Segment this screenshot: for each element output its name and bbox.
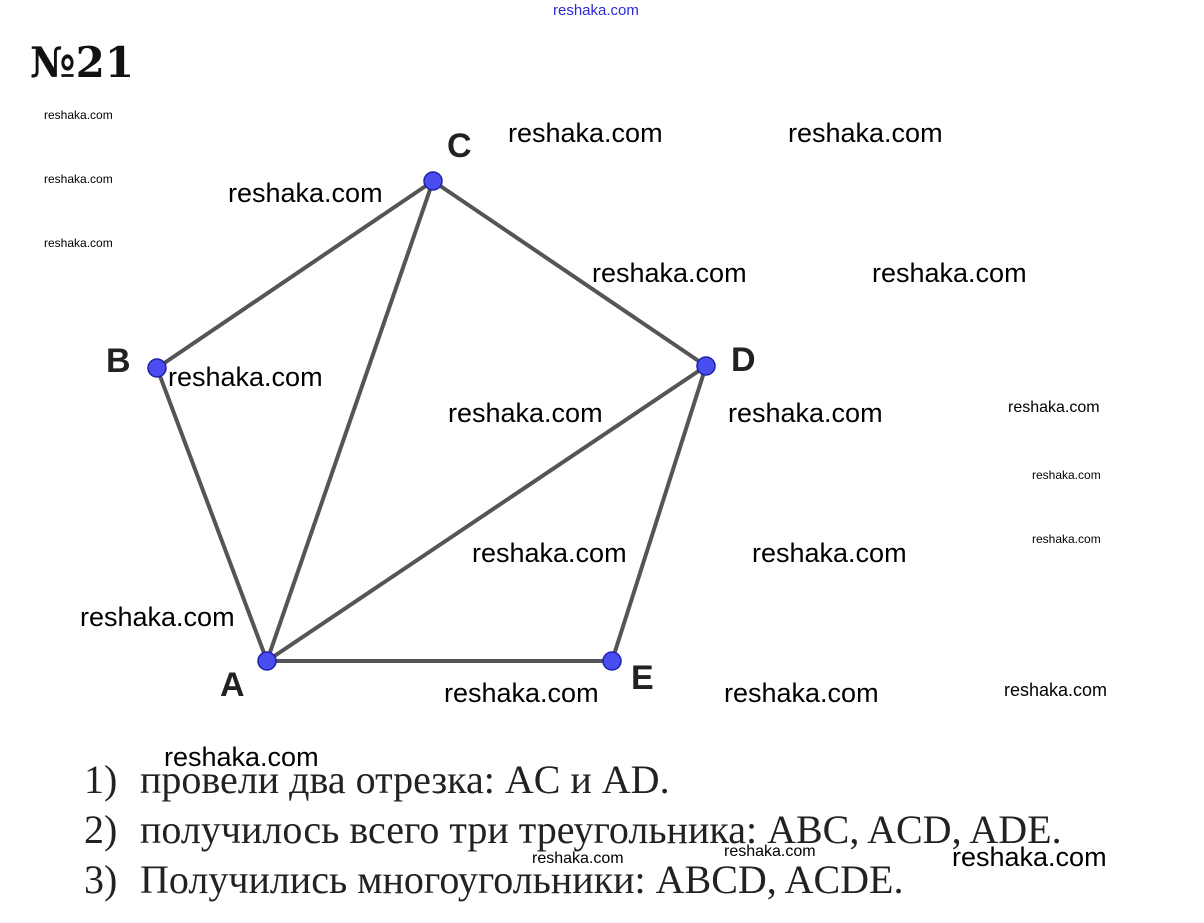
watermark: reshaka.com [44,236,113,250]
point-a [257,651,277,671]
label-c: C [447,127,472,165]
answer-line-1: 1) провели два отрезка: AC и AD. [84,756,670,803]
watermark: reshaka.com [1008,399,1100,416]
watermark: reshaka.com [788,118,943,148]
segment-cd [431,179,708,368]
label-b: B [106,342,131,380]
watermark: reshaka.com [592,258,747,288]
watermark: reshaka.com [228,178,383,208]
segment-ab [155,366,269,663]
segment-de [610,364,708,663]
top-site-link[interactable]: reshaka.com [553,2,639,19]
watermark: reshaka.com [728,398,883,428]
point-e [602,651,622,671]
answer-number: 3) [84,857,118,902]
answer-line-2: 2) получилось всего три треугольника: ABC… [84,806,1062,853]
point-d [696,356,716,376]
watermark: reshaka.com [44,172,113,186]
label-a: A [220,666,245,704]
watermark: reshaka.com [448,398,603,428]
point-c [423,171,443,191]
answer-text: провели два отрезка: AC и AD. [140,757,670,802]
problem-number: №21 [30,38,135,87]
watermark: reshaka.com [164,742,319,772]
point-b [147,358,167,378]
watermark: reshaka.com [444,678,599,708]
watermark: reshaka.com [508,118,663,148]
label-d: D [731,341,756,379]
watermark: reshaka.com [472,538,627,568]
segment-bc [155,179,435,370]
diagonal-ad [265,364,708,663]
answer-text: Получились многоугольники: ABCD, ACDE. [140,857,904,902]
watermark: reshaka.com [872,258,1027,288]
watermark: reshaka.com [44,108,113,122]
watermark: reshaka.com [168,362,323,392]
diagonal-ac [265,179,435,663]
watermark: reshaka.com [752,538,907,568]
watermark: reshaka.com [80,602,235,632]
watermark: reshaka.com [724,678,879,708]
label-e: E [631,659,654,697]
watermark: reshaka.com [1032,468,1101,482]
answer-text: получилось всего три треугольника: ABC, … [140,807,1062,852]
watermark: reshaka.com [1032,532,1101,546]
answer-number: 2) [84,807,118,852]
answer-line-3: 3) Получились многоугольники: ABCD, ACDE. [84,856,903,903]
watermark: reshaka.com [724,843,816,860]
watermark: reshaka.com [532,850,624,867]
watermark: reshaka.com [952,842,1107,872]
watermark: reshaka.com [1004,680,1108,700]
answer-number: 1) [84,757,118,802]
